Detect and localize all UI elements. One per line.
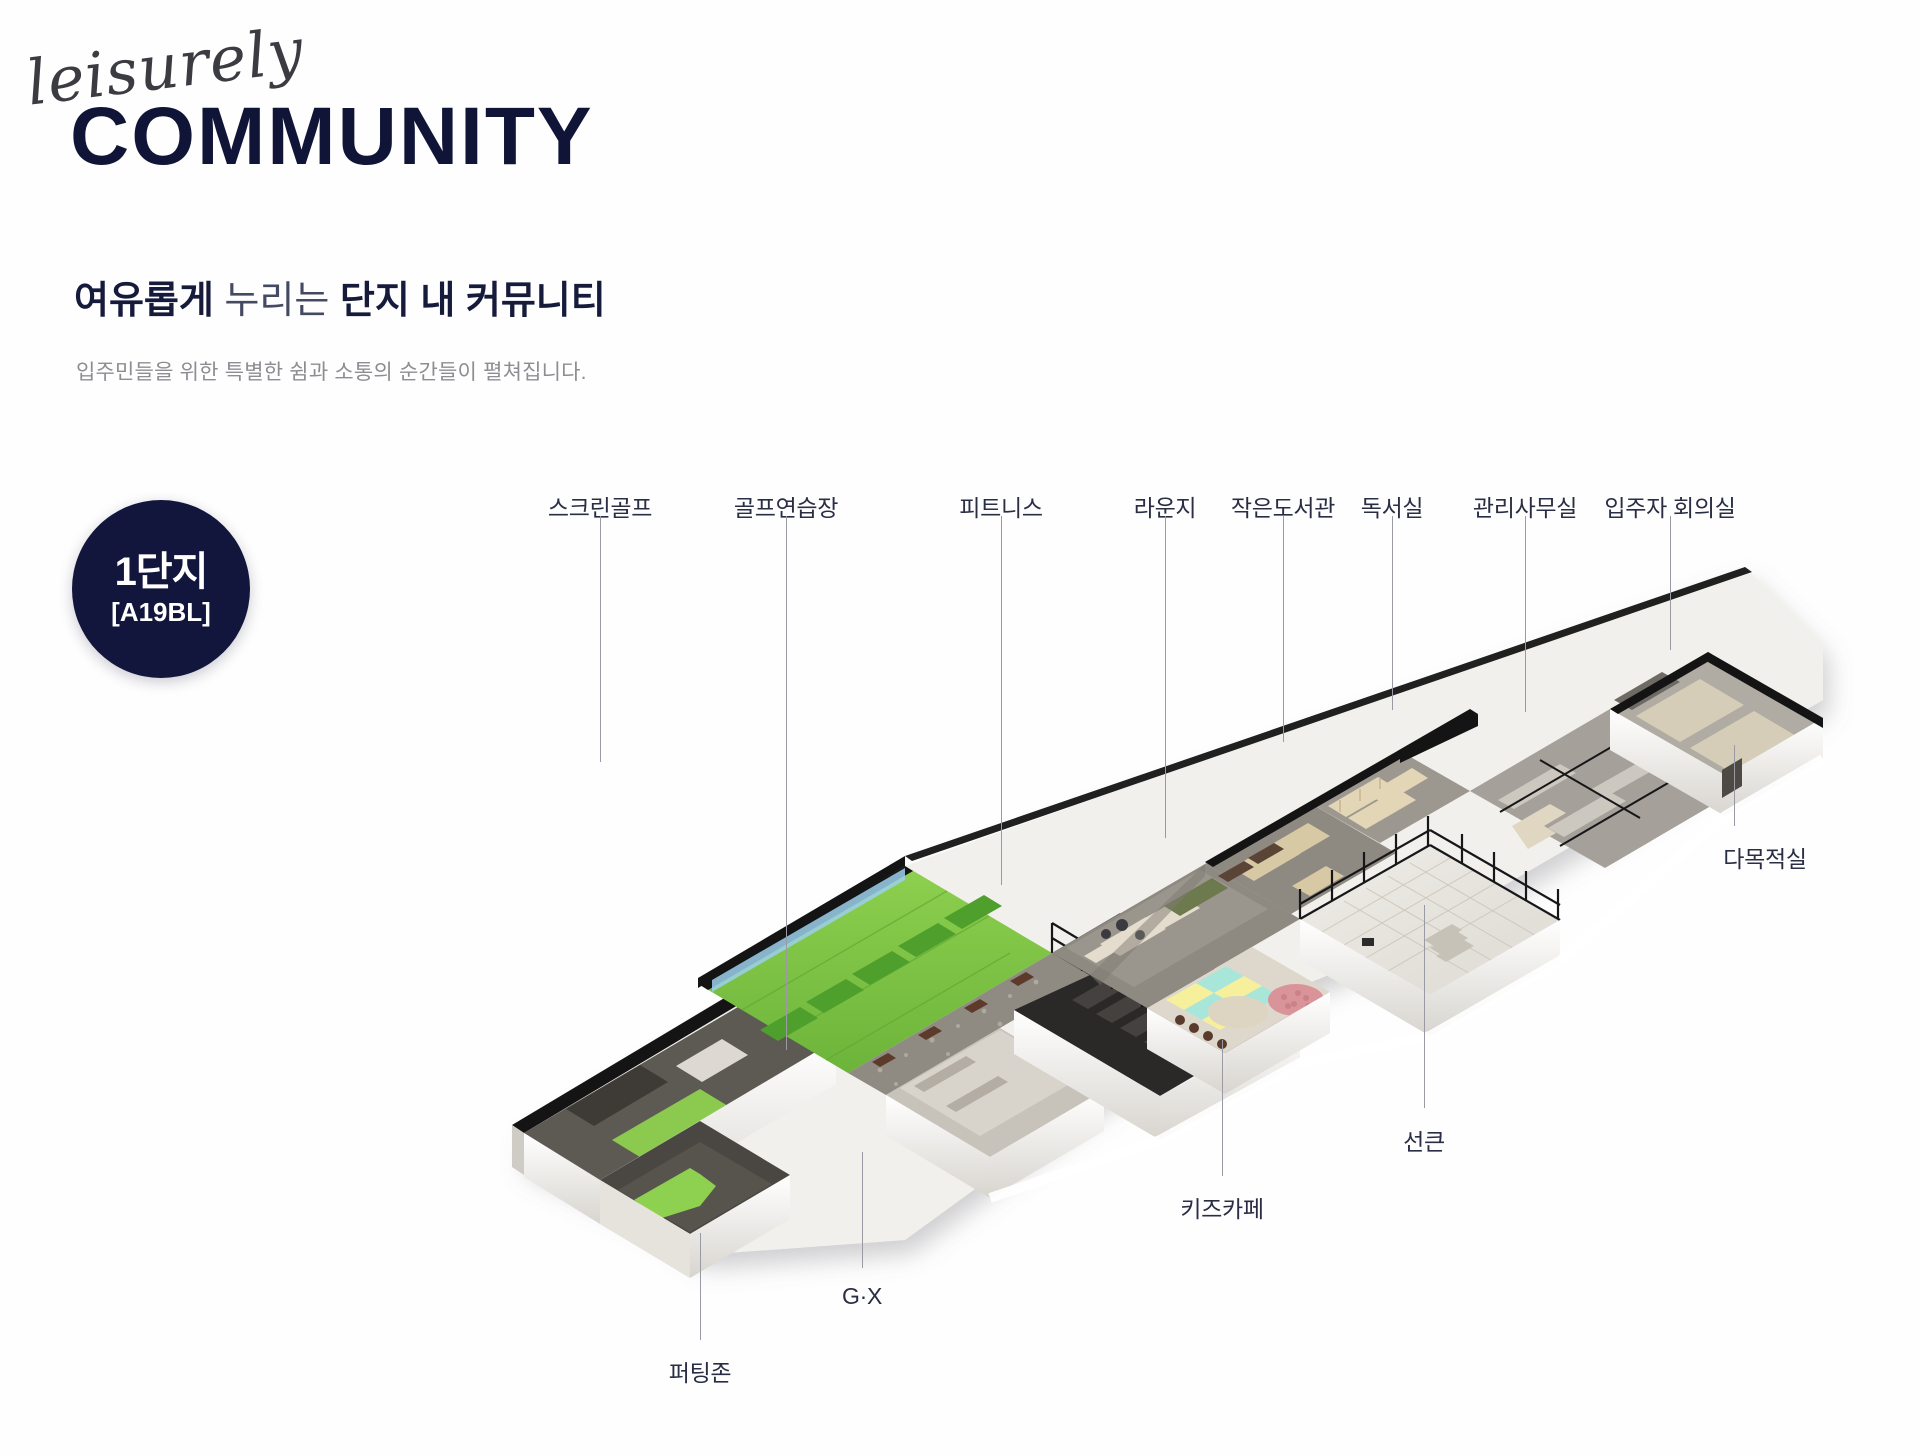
callout-leader-line [1525, 516, 1526, 712]
callout-leader-line [1734, 745, 1735, 826]
callout-label: G·X [842, 1283, 882, 1309]
callout-leader-line [786, 516, 787, 1050]
badge-block-code: [A19BL] [111, 596, 211, 627]
callout-leader-line [1392, 516, 1393, 710]
subtitle-part-3: 단지 내 커뮤니티 [339, 280, 606, 322]
subtitle-part-2: 누리는 [224, 280, 330, 322]
page-description: 입주민들을 위한 특별한 쉼과 소통의 순간들이 펼쳐집니다. [76, 361, 587, 384]
callout-leader-line [1283, 516, 1284, 742]
callout-leader-line [1424, 905, 1425, 1108]
callout-label: 다목적실 [1723, 846, 1807, 872]
callout-leader-line [600, 516, 601, 762]
badge-complex-name: 1단지 [114, 549, 209, 594]
subtitle: 여유롭게 누리는 단지 내 커뮤니티 [74, 278, 606, 326]
callout-leader-line [862, 1152, 863, 1268]
callout-leader-line [1165, 516, 1166, 838]
callout-label: 키즈카페 [1180, 1196, 1264, 1222]
subtitle-part-1: 여유롭게 [74, 280, 214, 322]
callout-leader-line [1670, 516, 1671, 650]
callout-leader-line [1222, 1040, 1223, 1176]
callout-leader-line [700, 1233, 701, 1340]
callout-leader-line [1001, 516, 1002, 885]
page-title: COMMUNITY [70, 91, 594, 182]
complex-badge: 1단지 [A19BL] [72, 500, 250, 678]
callout-label: 퍼팅존 [668, 1360, 732, 1386]
callout-label: 선큰 [1403, 1129, 1445, 1155]
